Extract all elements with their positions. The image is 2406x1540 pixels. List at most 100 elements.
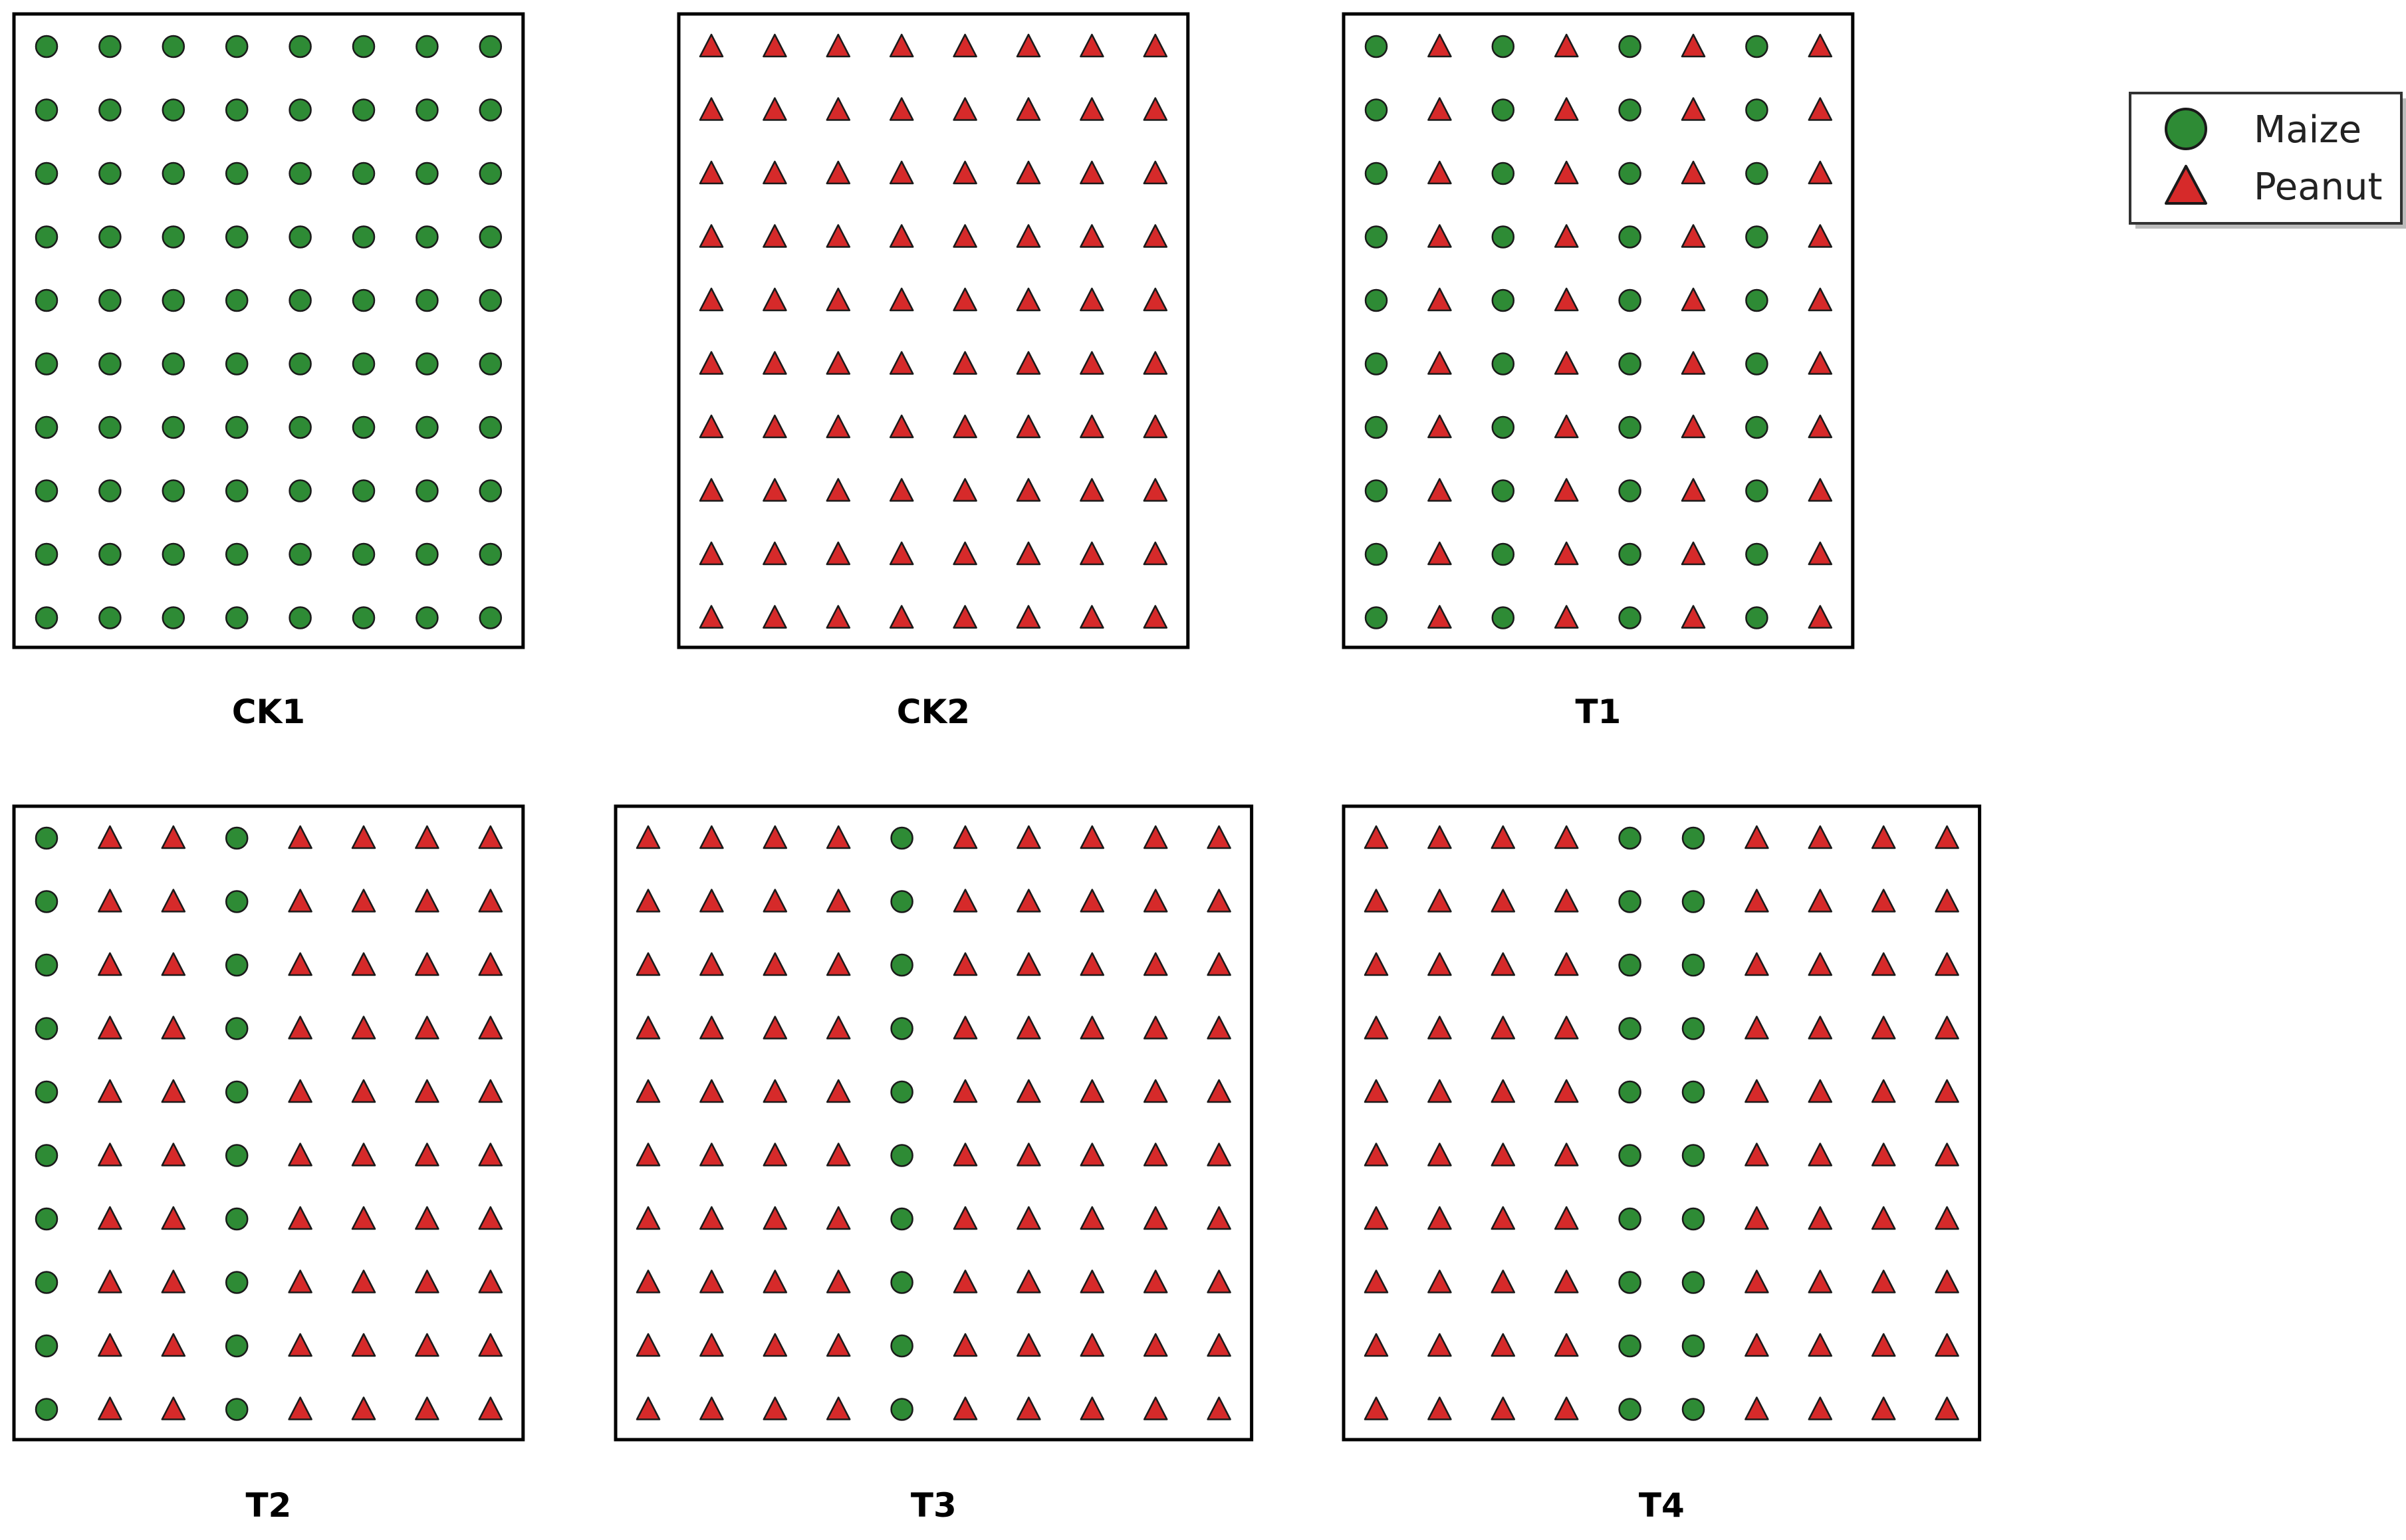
peanut-marker xyxy=(1364,952,1389,976)
plot-t1: T1 xyxy=(1342,12,1855,731)
peanut-marker xyxy=(699,160,724,185)
peanut-marker xyxy=(1143,889,1168,913)
maize-marker xyxy=(162,542,185,566)
peanut-marker xyxy=(1427,414,1452,439)
maize-marker xyxy=(352,288,376,312)
peanut-marker xyxy=(1016,478,1041,502)
peanut-marker xyxy=(1491,889,1516,913)
peanut-marker xyxy=(1143,97,1168,121)
peanut-marker xyxy=(1017,1206,1041,1230)
maize-marker xyxy=(1618,288,1641,312)
peanut-marker xyxy=(1871,1143,1896,1166)
peanut-marker xyxy=(351,1396,376,1420)
peanut-marker xyxy=(1143,1206,1168,1230)
peanut-marker xyxy=(1554,889,1579,913)
maize-marker xyxy=(35,826,59,850)
maize-marker xyxy=(1681,1017,1705,1040)
peanut-marker xyxy=(699,825,724,849)
peanut-marker xyxy=(953,160,977,185)
maize-marker xyxy=(479,35,503,58)
maize-marker xyxy=(1364,162,1388,185)
maize-marker xyxy=(1745,606,1768,629)
peanut-marker xyxy=(1808,160,1833,185)
peanut-marker xyxy=(288,1016,312,1040)
peanut-marker xyxy=(1871,952,1896,976)
maize-marker xyxy=(1491,98,1515,122)
peanut-marker xyxy=(98,889,122,913)
plot-label: T4 xyxy=(1639,1486,1685,1525)
peanut-marker xyxy=(1808,224,1833,248)
peanut-marker xyxy=(415,1396,439,1420)
maize-marker xyxy=(35,606,59,629)
peanut-marker xyxy=(1744,889,1769,913)
maize-marker xyxy=(416,542,439,566)
peanut-marker xyxy=(1080,1269,1105,1293)
peanut-marker xyxy=(763,1269,788,1293)
peanut-marker xyxy=(478,825,503,849)
peanut-marker xyxy=(1017,1079,1041,1103)
peanut-marker xyxy=(826,825,851,849)
maize-marker xyxy=(352,479,376,502)
maize-marker xyxy=(35,1334,59,1358)
peanut-marker xyxy=(1808,287,1833,312)
peanut-marker xyxy=(1871,1269,1896,1293)
peanut-marker xyxy=(1554,414,1579,439)
peanut-marker xyxy=(351,1206,376,1230)
maize-marker xyxy=(225,162,249,185)
peanut-marker xyxy=(1808,478,1833,502)
peanut-marker xyxy=(699,1143,724,1166)
maize-marker xyxy=(289,542,312,566)
peanut-marker xyxy=(1143,605,1168,629)
peanut-marker xyxy=(478,1143,503,1166)
maize-marker xyxy=(479,288,503,312)
maize-marker xyxy=(352,542,376,566)
peanut-marker xyxy=(1871,889,1896,913)
maize-marker xyxy=(98,35,122,58)
maize-marker xyxy=(225,1398,249,1421)
peanut-marker xyxy=(1427,478,1452,502)
peanut-marker xyxy=(889,287,914,312)
maize-marker xyxy=(162,606,185,629)
peanut-marker xyxy=(1016,541,1041,566)
peanut-marker xyxy=(351,952,376,976)
peanut-marker xyxy=(1207,952,1231,976)
peanut-marker xyxy=(1554,605,1579,629)
maize-marker xyxy=(1491,162,1515,185)
peanut-marker xyxy=(699,889,724,913)
peanut-marker xyxy=(953,287,977,312)
peanut-marker xyxy=(953,825,978,849)
maize-marker xyxy=(1364,542,1388,566)
peanut-marker xyxy=(1080,478,1104,502)
maize-marker xyxy=(35,1398,59,1421)
maize-marker xyxy=(479,225,503,249)
maize-marker xyxy=(1681,1207,1705,1231)
maize-marker xyxy=(416,606,439,629)
maize-marker xyxy=(289,162,312,185)
peanut-marker xyxy=(1016,33,1041,58)
maize-marker xyxy=(225,826,249,850)
peanut-marker xyxy=(826,1016,851,1040)
maize-marker xyxy=(352,352,376,376)
peanut-marker xyxy=(1554,1016,1579,1040)
peanut-marker xyxy=(826,1269,851,1293)
maize-marker xyxy=(35,352,59,376)
peanut-marker xyxy=(1143,1396,1168,1420)
peanut-marker xyxy=(1364,1333,1389,1357)
peanut-marker xyxy=(1491,1206,1516,1230)
maize-marker xyxy=(890,1017,913,1040)
peanut-marker xyxy=(161,1333,186,1357)
maize-marker xyxy=(1681,826,1705,850)
maize-marker xyxy=(1681,1271,1705,1294)
maize-marker xyxy=(289,415,312,439)
maize-marker xyxy=(1618,415,1641,439)
peanut-marker xyxy=(1681,414,1706,439)
peanut-marker xyxy=(1080,33,1104,58)
peanut-marker xyxy=(1554,287,1579,312)
peanut-marker xyxy=(826,1079,851,1103)
peanut-marker xyxy=(1364,1206,1389,1230)
peanut-marker xyxy=(699,541,724,566)
peanut-marker xyxy=(351,1333,376,1357)
maize-marker xyxy=(35,98,59,122)
maize-marker xyxy=(35,288,59,312)
peanut-marker xyxy=(699,1333,724,1357)
